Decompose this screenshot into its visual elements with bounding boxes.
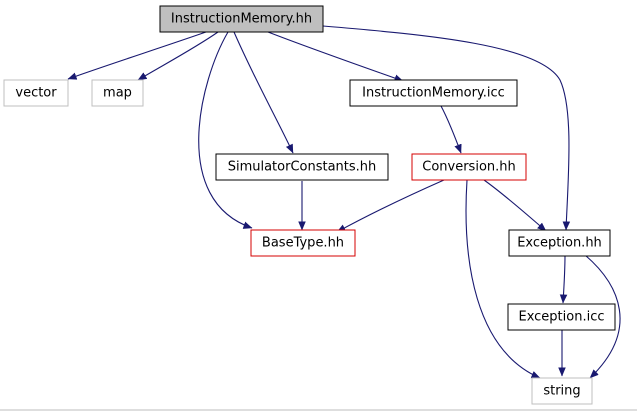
svg-text:Conversion.hh: Conversion.hh: [422, 160, 516, 175]
node-string[interactable]: string: [531, 377, 593, 405]
edge-exception-hh-to-exception-icc: [559, 254, 568, 304]
node-map[interactable]: map: [91, 79, 144, 107]
svg-text:Exception.hh: Exception.hh: [517, 236, 602, 251]
svg-text:BaseType.hh: BaseType.hh: [262, 236, 344, 251]
edges: [67, 25, 621, 379]
svg-text:string: string: [543, 384, 580, 399]
edge-conversion-hh-to-exception-hh: [483, 179, 547, 232]
node-exception-hh[interactable]: Exception.hh: [508, 229, 611, 257]
edge-instructionmemory-hh-to-basetype-hh: [198, 31, 253, 229]
node-conversion-hh[interactable]: Conversion.hh: [411, 153, 527, 181]
edge-exception-hh-to-string: [584, 254, 621, 379]
edge-conversion-hh-to-string: [465, 179, 541, 379]
edge-instructionmemory-hh-to-simulatorconstants-hh: [233, 31, 294, 154]
node-basetype-hh[interactable]: BaseType.hh: [250, 229, 356, 257]
svg-text:Exception.icc: Exception.icc: [518, 310, 604, 325]
node-instructionmemory-hh[interactable]: InstructionMemory.hh: [159, 5, 324, 33]
svg-text:map: map: [103, 86, 132, 101]
nodes: InstructionMemory.hh vector map Instruct…: [3, 5, 616, 405]
node-vector[interactable]: vector: [3, 79, 69, 107]
edge-instructionmemory-hh-to-instructionmemory-icc: [267, 31, 404, 82]
svg-text:SimulatorConstants.hh: SimulatorConstants.hh: [228, 160, 377, 175]
svg-text:vector: vector: [15, 86, 57, 101]
node-instructionmemory-icc[interactable]: InstructionMemory.icc: [349, 79, 518, 107]
svg-text:InstructionMemory.hh: InstructionMemory.hh: [171, 12, 312, 27]
edge-instructionmemory-hh-to-vector: [67, 31, 207, 80]
node-exception-icc[interactable]: Exception.icc: [507, 303, 616, 331]
edge-instructionmemory-icc-to-conversion-hh: [440, 105, 462, 154]
node-simulatorconstants-hh[interactable]: SimulatorConstants.hh: [215, 153, 389, 181]
edge-instructionmemory-hh-to-exception-hh: [322, 25, 571, 231]
edge-instructionmemory-hh-to-map: [137, 31, 219, 81]
svg-text:InstructionMemory.icc: InstructionMemory.icc: [362, 86, 505, 101]
edge-conversion-hh-to-basetype-hh: [336, 179, 445, 233]
